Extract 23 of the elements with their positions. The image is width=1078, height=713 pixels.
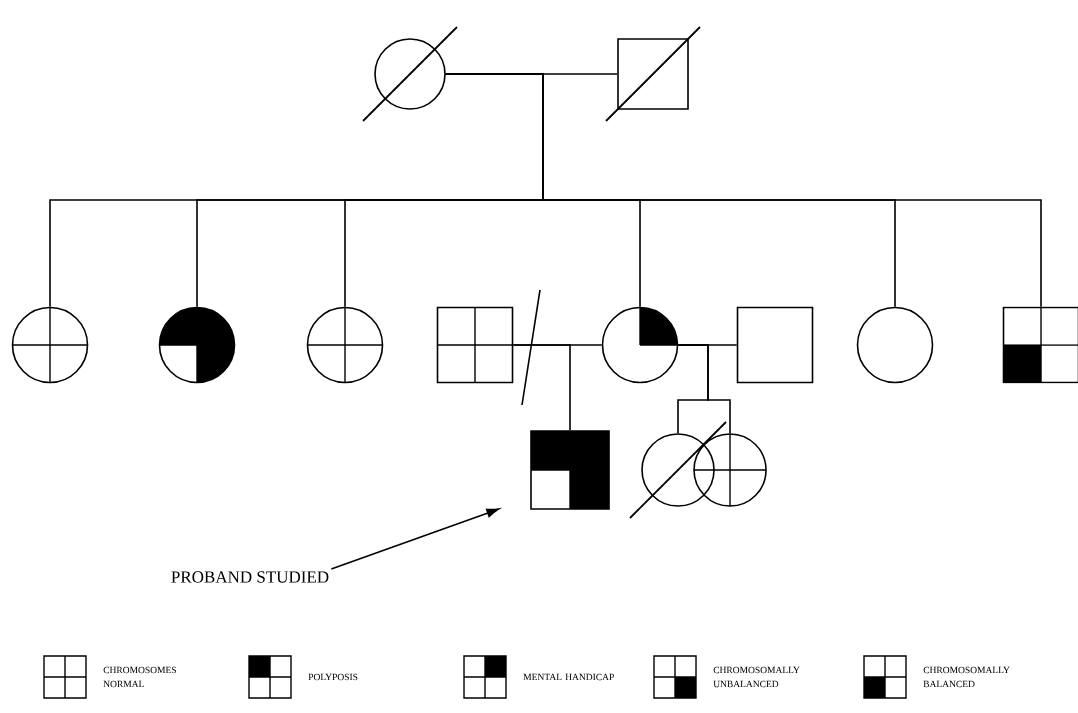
female-symbol [362,26,458,122]
female-symbol [629,421,727,519]
legend-text: CHROMOSOMALLY BALANCED [923,666,1010,688]
descent-line [677,344,731,434]
female-symbol [11,306,89,384]
descent-line [445,73,1042,308]
female-symbol [856,306,934,384]
callout-text: PROBAND STUDIED [171,571,329,583]
female-symbol [158,306,236,384]
arrow [330,508,500,570]
male-symbol [436,306,514,384]
male-symbol [530,430,610,510]
descent-line [512,344,571,431]
female-symbol [601,306,679,384]
female-symbol [693,433,767,507]
male-symbol [605,26,701,122]
legend-text: CHROMOSOMES NORMAL [103,666,176,688]
legend-text: MENTAL HANDICAP [523,673,614,681]
female-symbol [306,306,384,384]
male-symbol [736,306,814,384]
legend-text: POLYPOSIS [308,673,358,681]
legend-text: CHROMOSOMALLY UNBALANCED [713,666,800,688]
male-symbol [1002,306,1078,384]
